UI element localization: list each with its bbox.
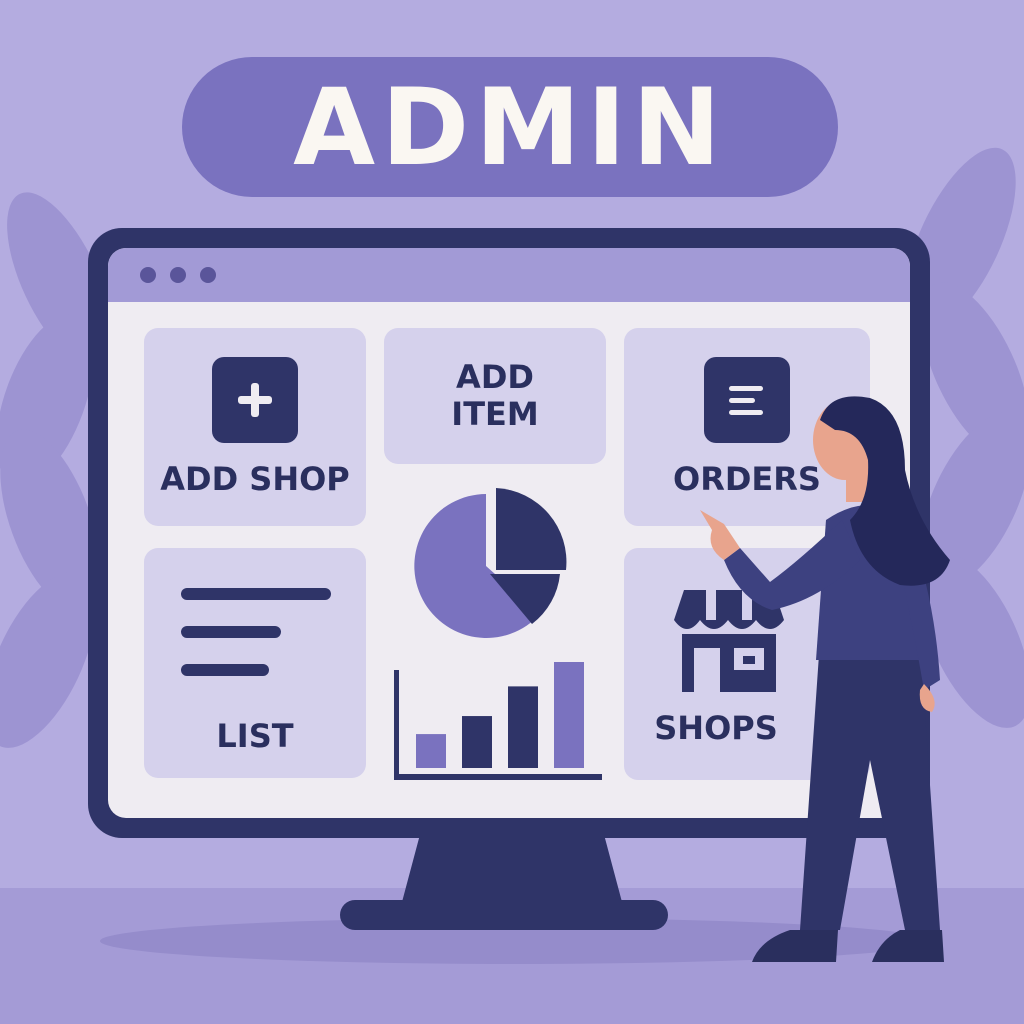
add-shop-label: ADD SHOP <box>160 459 350 498</box>
list-lines-icon <box>181 588 331 676</box>
page-title: ADMIN <box>293 65 727 189</box>
storefront-icon <box>674 590 784 692</box>
window-control-dot[interactable] <box>200 267 216 283</box>
window-control-dot[interactable] <box>170 267 186 283</box>
shops-label: SHOPS <box>654 709 778 747</box>
monitor-base <box>340 900 668 930</box>
admin-title-banner: ADMIN <box>182 57 838 197</box>
pie-chart-icon <box>414 488 567 638</box>
orders-label: ORDERS <box>673 459 821 498</box>
add-item-label-line1: ADD <box>456 358 534 397</box>
list-label: LIST <box>216 717 294 755</box>
window-titlebar <box>108 248 910 302</box>
plus-icon <box>212 356 298 443</box>
bar-chart-bar <box>462 716 492 768</box>
document-icon <box>704 356 790 443</box>
bar-chart-icon <box>394 662 602 780</box>
bar-chart-bar <box>554 662 584 768</box>
add-item-card[interactable]: ADD ITEM <box>384 328 606 464</box>
monitor-stand <box>402 836 622 902</box>
window-control-dot[interactable] <box>140 267 156 283</box>
add-item-label-line2: ITEM <box>451 395 539 433</box>
bar-chart-bar <box>508 686 538 768</box>
add-shop-card[interactable]: ADD SHOP <box>144 328 366 526</box>
list-card[interactable]: LIST <box>144 548 366 778</box>
bar-chart-bar <box>416 734 446 768</box>
